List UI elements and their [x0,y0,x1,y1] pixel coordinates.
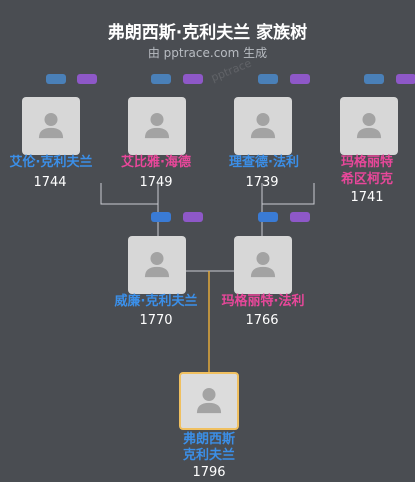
person-card-richard[interactable] [234,97,292,155]
male-line-button[interactable] [258,212,278,222]
person-birth-year: 1796 [192,465,226,480]
person-card-margaret-farley[interactable] [234,236,292,294]
person-card-william[interactable] [128,236,186,294]
female-line-button[interactable] [290,74,310,84]
person-card-abiah[interactable] [128,97,186,155]
page-subtitle: 由 pptrace.com 生成 [147,46,268,60]
person-birth-year: 1766 [245,313,279,328]
female-line-button[interactable] [77,74,97,84]
person-avatar-icon [356,112,382,139]
person-birth-year: 1739 [245,175,279,190]
person-avatar-icon [38,112,64,139]
female-line-button[interactable] [290,212,310,222]
male-line-button[interactable] [151,212,171,222]
person-birth-year: 1744 [33,175,67,190]
female-line-button[interactable] [183,212,203,222]
person-birth-year: 1770 [139,313,173,328]
person-name[interactable]: 威廉·克利夫兰 [114,294,198,309]
person-avatar-icon [144,251,170,278]
male-line-button[interactable] [46,74,66,84]
person-name[interactable]: 弗朗西斯 [182,432,235,447]
person-name[interactable]: 克利夫兰 [182,448,235,463]
connector-right-couple [261,183,315,205]
male-line-button[interactable] [364,74,384,84]
person-card-margaret-hitchcock[interactable] [340,97,398,155]
person-name[interactable]: 理查德·法利 [229,155,299,170]
female-line-button[interactable] [183,74,203,84]
person-avatar-icon [196,387,222,414]
person-avatar-icon [250,112,276,139]
page-title: 弗朗西斯·克利夫兰 家族树 [107,23,308,43]
person-name[interactable]: 艾比雅·海德 [121,155,191,170]
person-card-allen[interactable] [22,97,80,155]
person-name[interactable]: 玛格丽特·法利 [221,294,305,309]
male-line-button[interactable] [151,74,171,84]
person-avatar-icon [250,251,276,278]
person-name[interactable]: 希区柯克 [340,172,393,187]
person-name[interactable]: 玛格丽特 [340,155,393,170]
female-line-button[interactable] [396,74,415,84]
person-avatar-icon [144,112,170,139]
male-line-button[interactable] [258,74,278,84]
person-card-francis[interactable] [179,372,239,430]
person-name[interactable]: 艾伦·克利夫兰 [9,155,93,170]
connector-left-couple [100,183,159,205]
person-birth-year: 1741 [350,190,384,205]
person-birth-year: 1749 [139,175,173,190]
